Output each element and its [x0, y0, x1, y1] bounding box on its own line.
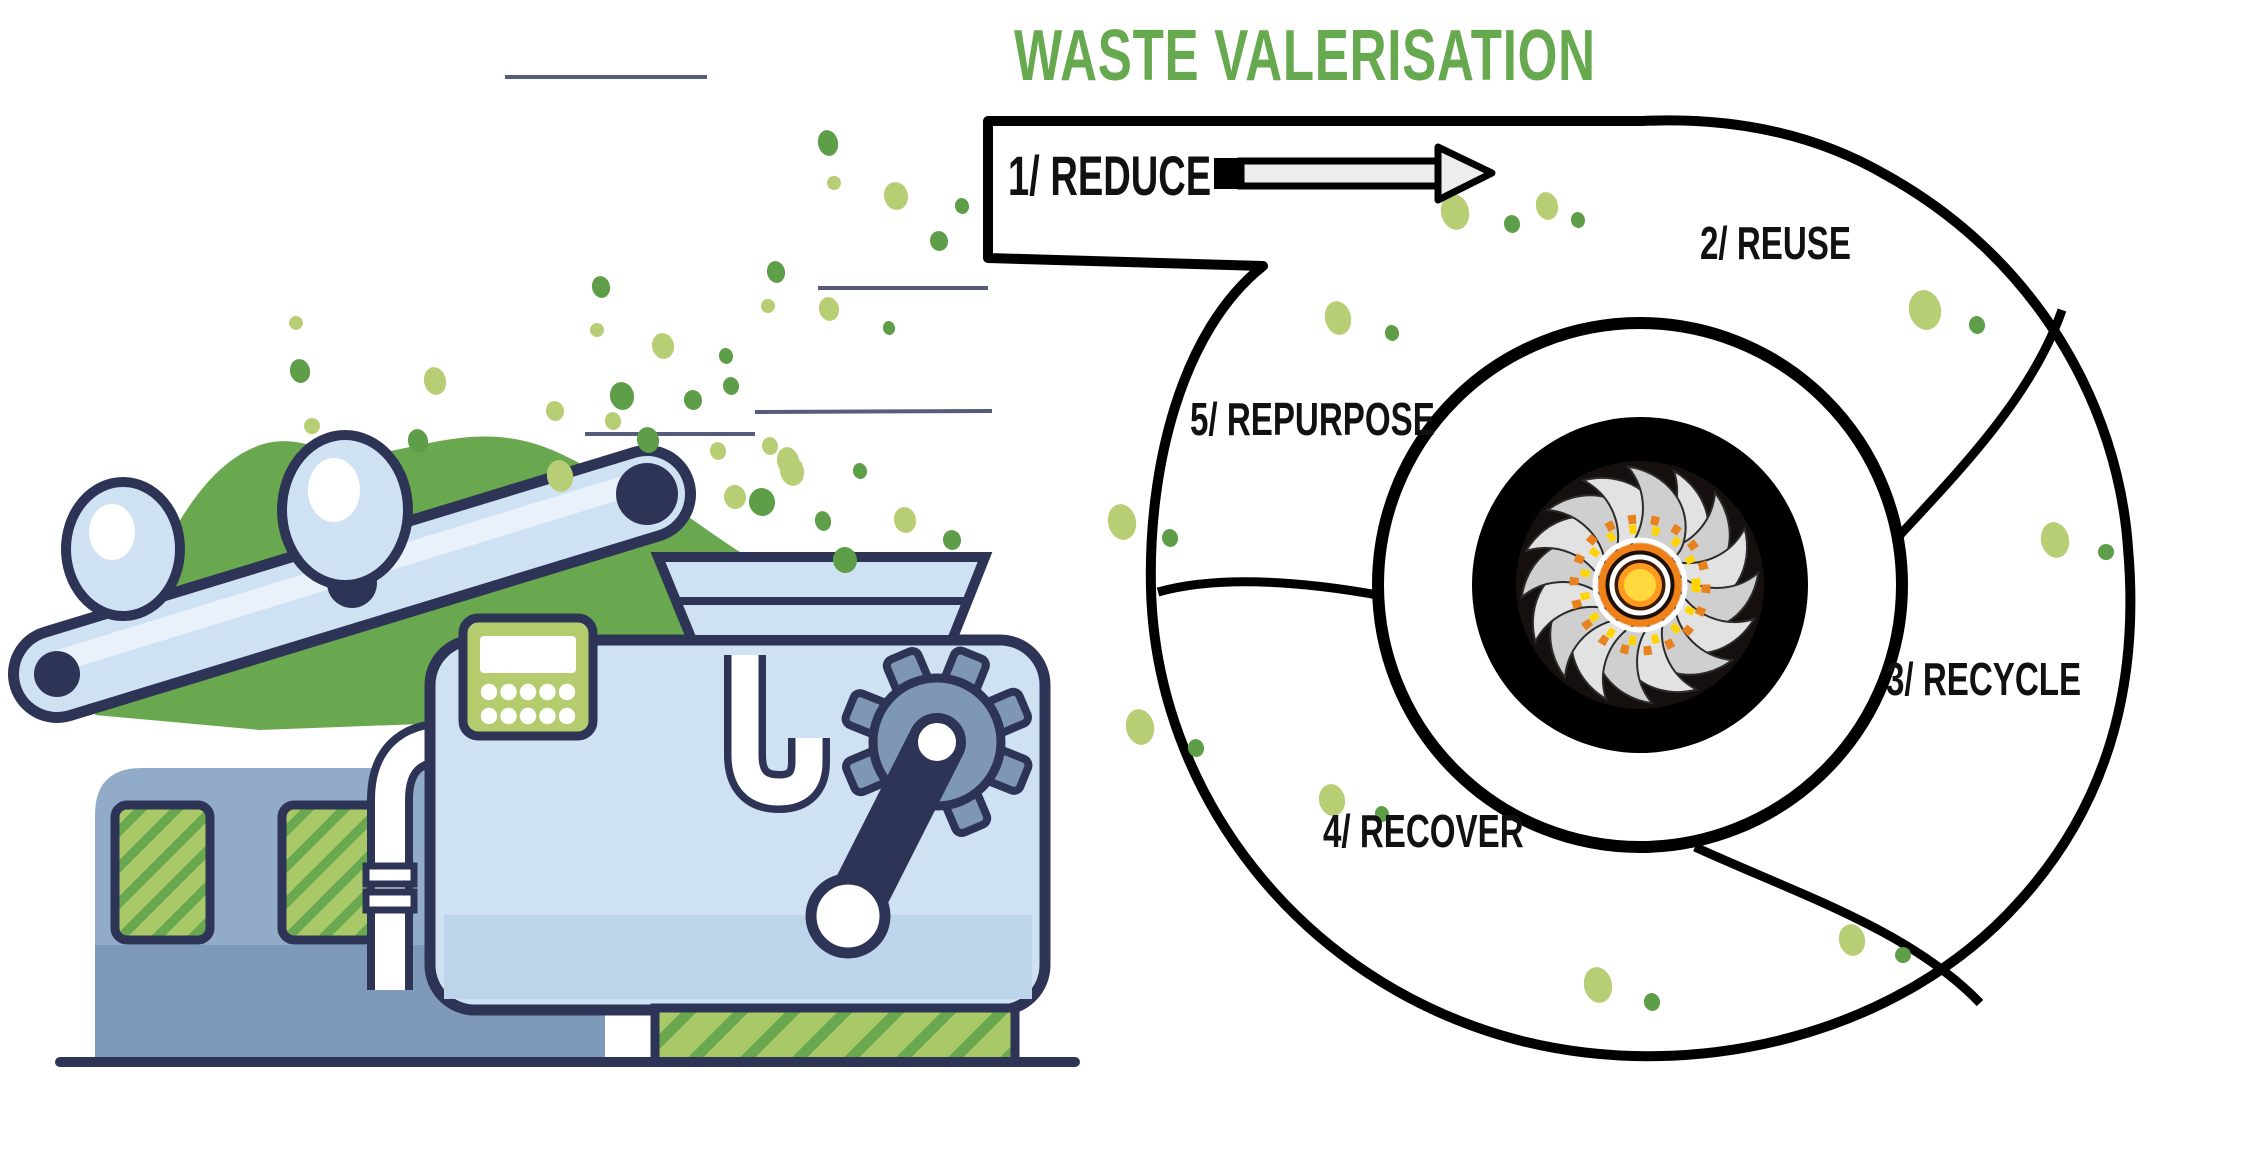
waste-blob — [748, 488, 776, 516]
waste-blob — [954, 198, 970, 214]
waste-blob — [407, 429, 429, 453]
step-label-recover: 4/ RECOVER — [1323, 805, 1524, 857]
waste-blob — [818, 297, 840, 321]
waste-blob — [1968, 316, 1986, 334]
divider-reuse-recycle — [1884, 308, 2067, 552]
turbine-icon — [1472, 417, 1808, 753]
waste-blob — [590, 323, 604, 337]
waste-blob — [1643, 993, 1661, 1011]
waste-blob — [1384, 325, 1400, 341]
waste-blob — [545, 401, 565, 421]
waste-blob — [2040, 522, 2070, 558]
waste-blob — [761, 299, 775, 313]
waste-blob — [423, 367, 447, 395]
waste-blob — [723, 485, 747, 509]
step-label-reduce: 1/ REDUCE — [1008, 144, 1212, 207]
waste-blob — [1838, 924, 1866, 956]
waste-blob — [718, 348, 734, 364]
motion-lines — [505, 75, 993, 436]
waste-blob — [683, 390, 703, 410]
waste-blob — [883, 182, 909, 210]
waste-blob — [609, 382, 635, 410]
waste-blob — [827, 176, 841, 190]
waste-blob — [722, 377, 740, 395]
waste-blob — [1187, 739, 1205, 757]
factory-window — [115, 805, 210, 940]
keypad-panel — [458, 613, 598, 741]
waste-blob — [636, 427, 660, 453]
factory-illustration — [8, 430, 1080, 1067]
waste-blob — [1503, 215, 1521, 233]
waste-blob — [1125, 709, 1155, 745]
waste-blob — [852, 463, 868, 479]
waste-blob — [1440, 194, 1470, 230]
waste-blob — [817, 130, 839, 156]
factory-window — [282, 805, 377, 940]
waste-blob — [832, 547, 858, 573]
page-title: WASTE VALERISATION — [1014, 16, 1596, 96]
waste-blob — [289, 316, 303, 330]
step-label-recycle: 3/ RECYCLE — [1886, 653, 2082, 705]
waste-blob — [776, 447, 800, 475]
waste-blob — [1583, 967, 1613, 1003]
waste-blob — [1161, 529, 1179, 547]
waste-blob — [1318, 784, 1346, 816]
right-arrow-icon — [1214, 143, 1496, 204]
waste-blob — [766, 261, 786, 283]
waste-blob — [546, 460, 574, 492]
waste-blob — [929, 231, 949, 251]
motion-line — [754, 409, 993, 414]
step-label-repurpose: 5/ REPURPOSE — [1190, 393, 1435, 445]
waste-blob — [1535, 192, 1559, 220]
spiral-blobs — [1107, 192, 2114, 1011]
waste-blob — [289, 359, 311, 383]
waste-blob — [882, 321, 896, 335]
waste-plume — [289, 130, 970, 573]
conveyor-rollers — [61, 430, 413, 621]
waste-blob — [604, 412, 622, 430]
waste-blob — [814, 511, 832, 531]
waste-blob — [2098, 544, 2114, 560]
waste-blob — [1374, 806, 1390, 822]
waste-blob — [942, 530, 962, 550]
step-label-reuse: 2/ REUSE — [1700, 217, 1851, 269]
waste-blob — [651, 333, 675, 359]
waste-blob — [1107, 504, 1137, 540]
waste-blob — [591, 276, 611, 298]
waste-blob — [1908, 290, 1942, 330]
waste-blob — [709, 442, 727, 460]
turbine-glow — [1569, 514, 1711, 656]
divider-recycle-recover — [1693, 842, 1984, 1007]
waste-blob — [1324, 301, 1352, 335]
gear-icon — [805, 646, 1033, 959]
waste-blob — [304, 418, 320, 434]
waste-blob — [761, 437, 779, 455]
waste-blob — [1570, 212, 1586, 228]
waste-blob — [1895, 947, 1911, 963]
waste-blob — [893, 507, 917, 533]
